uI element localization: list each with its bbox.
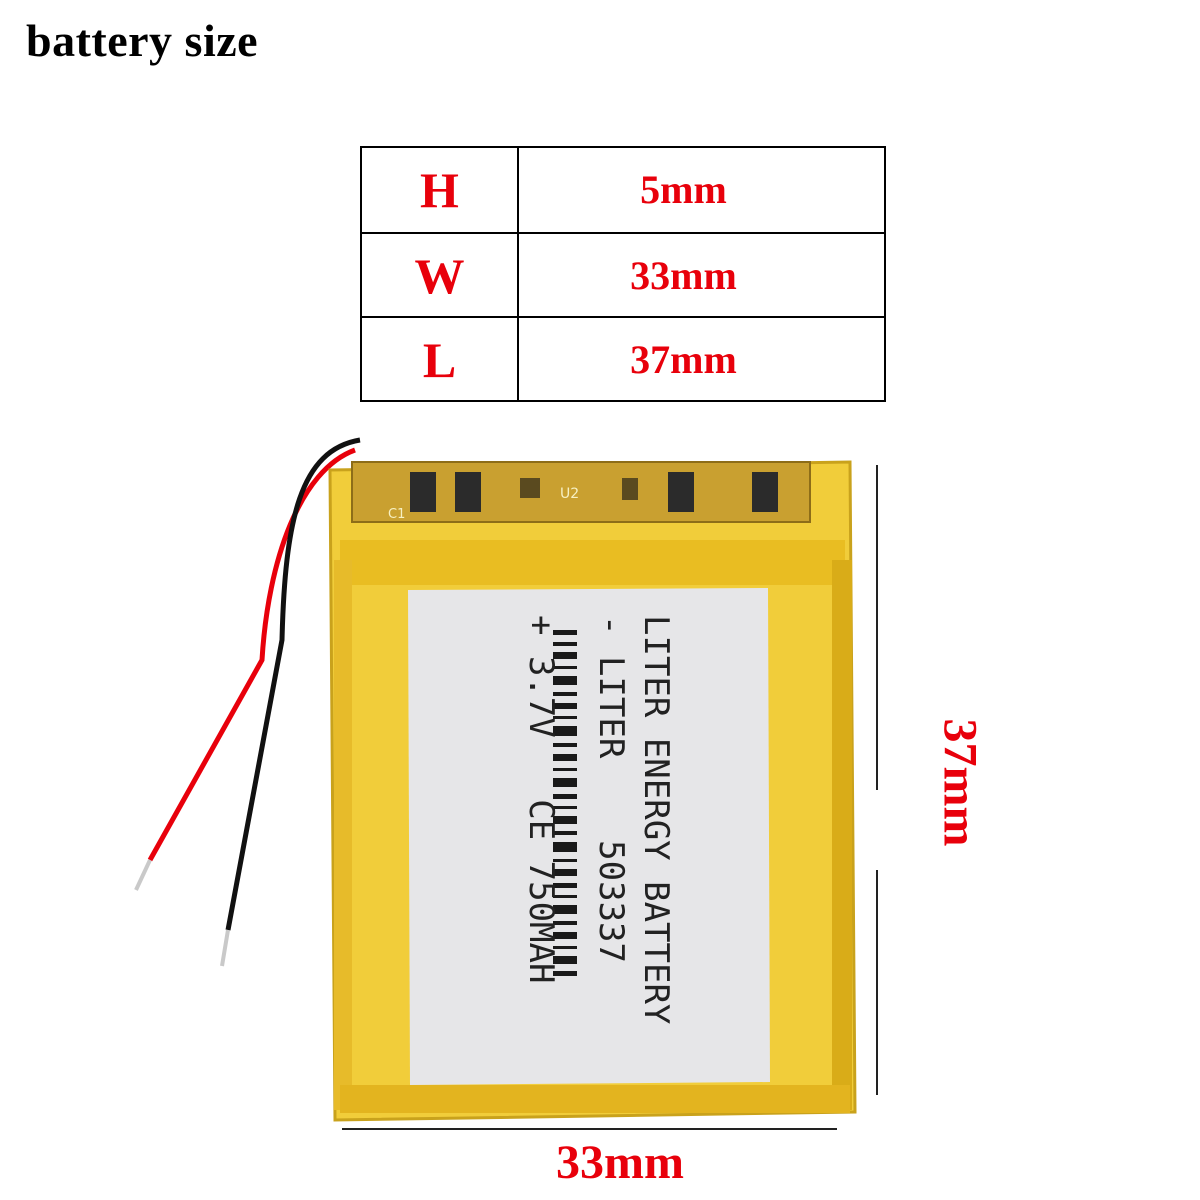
spec-row-h: H 5mm <box>362 148 884 232</box>
spec-key: H <box>420 162 459 218</box>
pcb-label-u2: U2 <box>560 486 579 502</box>
length-dimension-line <box>876 465 878 790</box>
red-wire <box>147 447 356 862</box>
length-dimension-line <box>876 870 878 1095</box>
barcode <box>553 630 577 976</box>
battery-edge-side-left <box>334 560 352 1110</box>
pcb-chip <box>410 472 436 512</box>
spec-table: H 5mm W 33mm L 37mm <box>360 146 886 402</box>
spec-row-w: W 33mm <box>362 232 884 318</box>
length-dimension-label: 37mm <box>933 718 987 847</box>
pcb-chip <box>752 472 778 512</box>
label-line2: - LITER 503337 <box>591 615 631 963</box>
pcb-component <box>520 478 540 498</box>
red-wire-tip <box>134 859 152 891</box>
pcb-chip <box>455 472 481 512</box>
label-sticker <box>408 588 770 1085</box>
spec-value: 37mm <box>630 337 737 382</box>
battery-edge-side-right <box>832 560 852 1110</box>
spec-value: 33mm <box>630 253 737 298</box>
pcb-chip <box>668 472 694 512</box>
page-title: battery size <box>26 15 259 66</box>
pcb-component <box>622 478 638 500</box>
black-wire-tip <box>220 929 230 967</box>
spec-key: L <box>422 332 457 388</box>
spec-key: W <box>414 248 465 304</box>
label-line1: LITER ENERGY BATTERY <box>636 615 676 1024</box>
label-line3: + 3.7V CE 750MAH <box>521 615 561 983</box>
spec-row-l: L 37mm <box>362 316 884 402</box>
width-dimension-label: 33mm <box>556 1136 684 1189</box>
pcb-label-c1: C1 <box>388 507 405 522</box>
spec-value: 5mm <box>640 167 727 212</box>
spec-divider <box>517 234 519 318</box>
width-dimension-line <box>342 1128 837 1130</box>
battery-edge-bottom <box>340 1085 850 1113</box>
spec-divider <box>517 318 519 402</box>
battery-edge-top <box>340 540 845 585</box>
black-wire <box>225 437 361 931</box>
spec-divider <box>517 148 519 232</box>
